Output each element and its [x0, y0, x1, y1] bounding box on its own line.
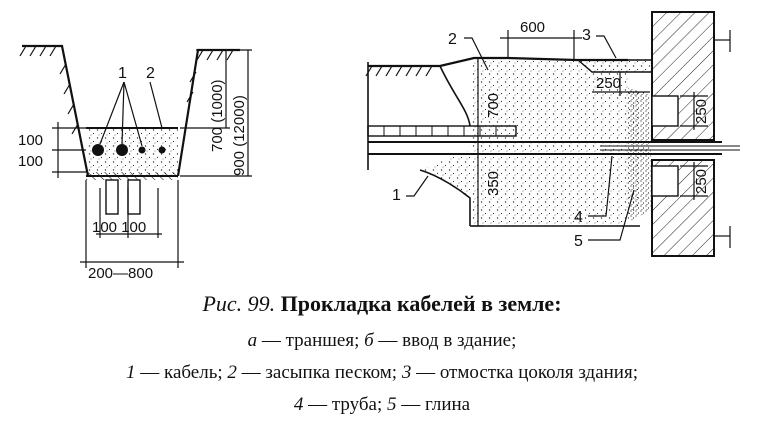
callout-2-trench: 2	[146, 65, 155, 82]
cable-laying-drawing: 1 2 100 100 700 (1000) 900 (12000) 100 1…	[18, 11, 740, 282]
figure-title: Прокладка кабелей в земле:	[280, 291, 562, 316]
callout-5-entry: 5	[574, 233, 583, 250]
dim-250-blind-area: 250	[596, 75, 621, 92]
dim-900-12000: 900 (12000)	[231, 95, 248, 176]
legend-text-1: — кабель;	[135, 362, 228, 383]
callout-1-trench: 1	[118, 65, 127, 82]
legend-text-2: — засыпка песком;	[236, 362, 402, 383]
dim-250-wall-lower: 250	[693, 169, 710, 194]
legend-key-a: а	[247, 330, 258, 351]
legend-key-4: 4	[293, 394, 304, 415]
callout-3-entry: 3	[582, 27, 591, 44]
callout-2-entry: 2	[448, 31, 457, 48]
legend-text-a: — траншея;	[257, 330, 365, 351]
dim-100-bottom: 100	[18, 153, 43, 170]
dim-200-800: 200—800	[88, 265, 153, 282]
legend-key-b: б	[364, 330, 374, 351]
legend-key-3: 3	[401, 362, 412, 383]
legend-text-b: — ввод в здание;	[373, 330, 517, 351]
dim-700-1000: 700 (1000)	[209, 79, 226, 152]
dim-700-depth: 700	[485, 93, 502, 118]
legend-key-1: 1	[126, 362, 136, 383]
dim-100-100: 100 100	[92, 219, 146, 236]
legend-text-3: — отмостка цоколя здания;	[411, 362, 638, 383]
legend-line-1: а — траншея; б — ввод в здание;	[0, 330, 764, 352]
dim-350-depth: 350	[485, 171, 502, 196]
legend-line-3: 4 — труба; 5 — глина	[0, 394, 764, 416]
figure-number: Рис. 99.	[202, 291, 276, 316]
figure-caption-title: Рис. 99. Прокладка кабелей в земле:	[0, 291, 764, 317]
legend-text-4: — труба;	[303, 394, 388, 415]
legend-line-2: 1 — кабель; 2 — засыпка песком; 3 — отмо…	[0, 362, 764, 384]
dim-600: 600	[520, 19, 545, 36]
legend-key-5: 5	[387, 394, 397, 415]
legend-text-5: — глина	[396, 394, 471, 415]
callout-4-entry: 4	[574, 209, 583, 226]
trench-section: 1 2 100 100 700 (1000) 900 (12000) 100 1…	[18, 44, 252, 282]
legend-key-2: 2	[227, 362, 237, 383]
callout-1-entry: 1	[392, 187, 401, 204]
dim-100-top: 100	[18, 132, 43, 149]
dim-250-wall-upper: 250	[693, 99, 710, 124]
building-entry-section: 2 3 1 4 5 600 250 250 250 700 350	[365, 11, 740, 257]
